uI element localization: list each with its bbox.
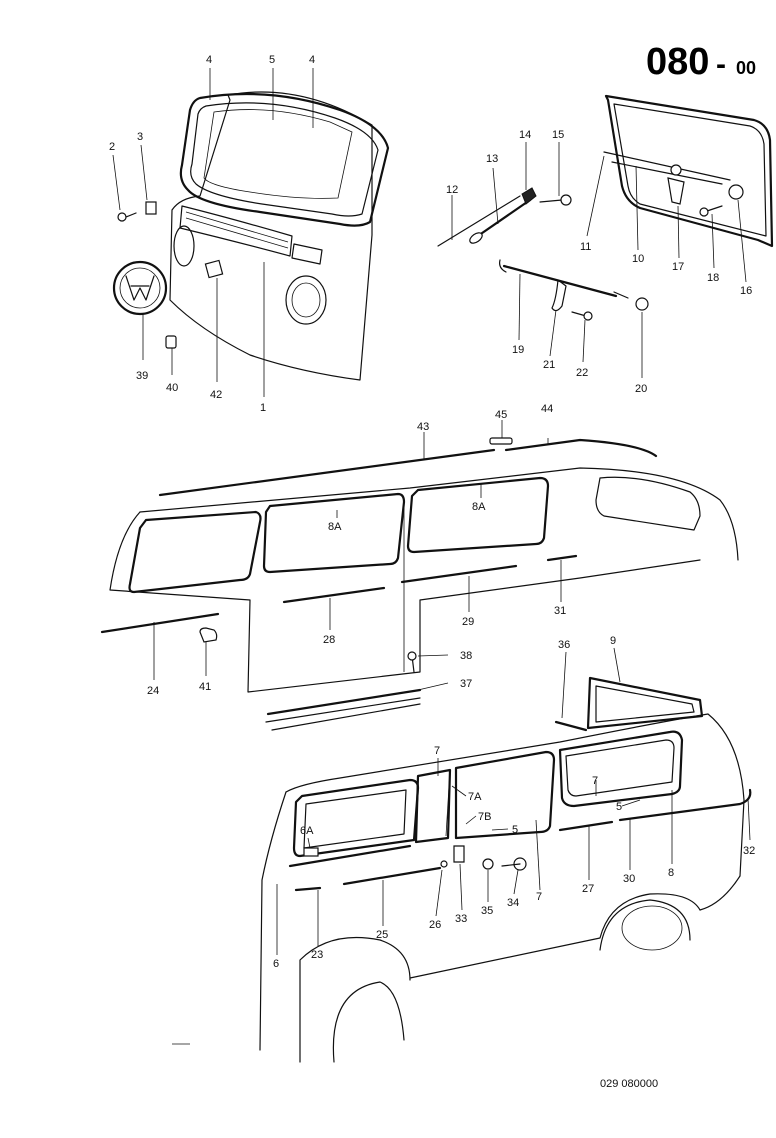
upper-side-callouts: 43 45 44 8A 8A 29 31 28 24 41 38 37 [147, 403, 566, 697]
callout-11: 11 [580, 241, 591, 253]
callout-7b: 7B [478, 811, 491, 823]
callout-27: 27 [582, 883, 594, 895]
callout-26: 26 [429, 919, 441, 931]
callout-42: 42 [210, 389, 222, 401]
rear-window-drawing [437, 94, 774, 378]
callout-7-bottom: 7 [536, 891, 542, 903]
callout-10: 10 [632, 253, 644, 265]
callout-31: 31 [554, 605, 566, 617]
callout-36: 36 [558, 639, 570, 651]
group-number: 080 [646, 41, 709, 83]
callout-33: 33 [455, 913, 467, 925]
callout-4-left: 4 [206, 54, 212, 66]
callout-3: 3 [137, 131, 143, 143]
callout-6: 6 [273, 958, 279, 970]
subgroup-number: 00 [736, 58, 756, 78]
callout-20: 20 [635, 383, 647, 395]
callout-4-right: 4 [309, 54, 315, 66]
front-panel-drawing [112, 68, 390, 397]
callout-14: 14 [519, 129, 531, 141]
callout-13: 13 [486, 153, 498, 165]
callout-8: 8 [668, 867, 674, 879]
group-separator: - [716, 48, 726, 81]
callout-18: 18 [707, 272, 719, 284]
callout-8a-left: 8A [328, 521, 342, 533]
front-callouts: 4 5 4 2 3 39 40 42 1 [109, 54, 315, 414]
callout-37: 37 [460, 678, 472, 690]
lower-side-drawing [172, 647, 752, 1063]
callout-15: 15 [552, 129, 564, 141]
callout-2: 2 [109, 141, 115, 153]
lower-side-callouts: 36 9 7 7A 7B 5 5 6A 7 8 27 30 32 6 23 25… [273, 635, 755, 970]
callout-23: 23 [311, 949, 323, 961]
callout-17: 17 [672, 261, 684, 273]
callout-1: 1 [260, 402, 266, 414]
callout-7a: 7A [468, 791, 482, 803]
drawing-code: 029 080000 [600, 1078, 658, 1090]
callout-35: 35 [481, 905, 493, 917]
callout-5-lower-left: 5 [512, 824, 518, 836]
callout-16: 16 [740, 285, 752, 297]
rear-window-callouts: 14 15 13 12 11 10 17 18 16 19 21 22 20 [446, 129, 752, 395]
callout-44: 44 [541, 403, 553, 415]
callout-38: 38 [460, 650, 472, 662]
callout-39: 39 [136, 370, 148, 382]
callout-9: 9 [610, 635, 616, 647]
callout-43: 43 [417, 421, 429, 433]
callout-5-lower-right: 5 [616, 801, 622, 813]
callout-29: 29 [462, 616, 474, 628]
upper-side-drawing [100, 420, 739, 731]
callout-7-top: 7 [434, 745, 440, 757]
callout-34: 34 [507, 897, 519, 909]
callout-22: 22 [576, 367, 588, 379]
callout-8a-right: 8A [472, 501, 486, 513]
callout-6a: 6A [300, 825, 314, 837]
callout-25: 25 [376, 929, 388, 941]
callout-40: 40 [166, 382, 178, 394]
callout-21: 21 [543, 359, 555, 371]
callout-28: 28 [323, 634, 335, 646]
callout-32: 32 [743, 845, 755, 857]
callout-7-rear: 7 [592, 775, 598, 787]
callout-24: 24 [147, 685, 159, 697]
callout-30: 30 [623, 873, 635, 885]
callout-19: 19 [512, 344, 524, 356]
callout-45: 45 [495, 409, 507, 421]
callout-12: 12 [446, 184, 458, 196]
callout-41: 41 [199, 681, 211, 693]
callout-5: 5 [269, 54, 275, 66]
